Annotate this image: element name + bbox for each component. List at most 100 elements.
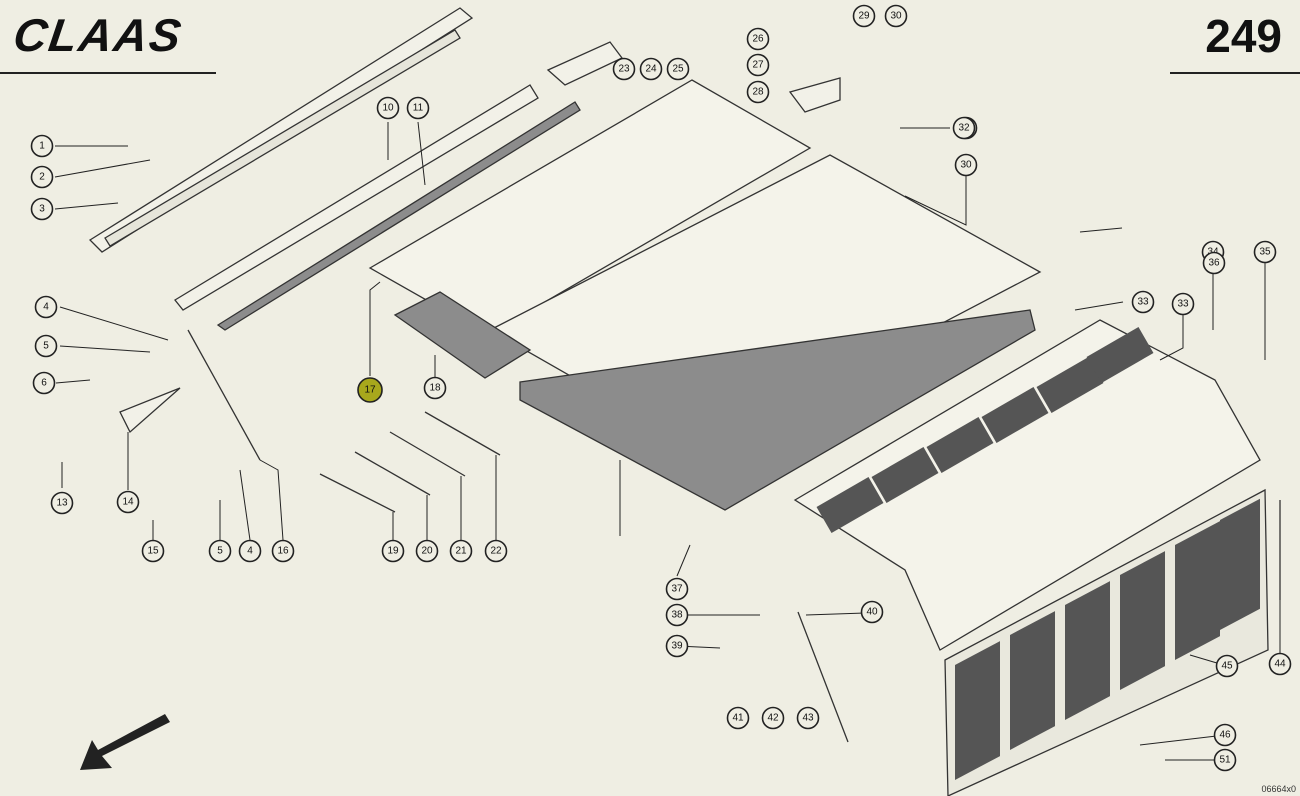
- seal-strip-part: [216, 101, 581, 331]
- callout-circle: [860, 600, 884, 624]
- callout-13: 13: [50, 491, 74, 515]
- callout-33: 33: [1171, 292, 1195, 316]
- callout-41: 41: [726, 706, 750, 730]
- callout-circle: [50, 491, 74, 515]
- callout-circle: [665, 634, 689, 658]
- callout-circle: [141, 539, 165, 563]
- callout-5: 5: [34, 334, 58, 358]
- callout-number: 36: [1208, 258, 1220, 269]
- callout-circle: [1268, 652, 1292, 676]
- rod-part: [187, 329, 261, 461]
- callout-circle: [761, 706, 785, 730]
- callout-number: 20: [421, 546, 433, 557]
- bar-part: [424, 411, 501, 456]
- callout-35: 35: [1253, 240, 1277, 264]
- callout-number: 51: [1219, 755, 1231, 766]
- callout-circle: [34, 334, 58, 358]
- strip-part: [174, 84, 539, 311]
- callout-51: 51: [1213, 748, 1237, 772]
- callout-46: 46: [1213, 723, 1237, 747]
- callout-36: 36: [1202, 251, 1226, 275]
- callout-45: 45: [1215, 654, 1239, 678]
- callout-circle: [1253, 240, 1277, 264]
- callout-number: 19: [387, 546, 399, 557]
- header-rule-right: [1170, 72, 1300, 74]
- bar-part: [389, 431, 466, 477]
- callout-number: 14: [122, 497, 134, 508]
- callout-circle: [746, 80, 770, 104]
- page-number: 249: [1205, 10, 1282, 62]
- callout-26: 26: [746, 27, 770, 51]
- bar-part: [319, 473, 396, 513]
- callout-16: 16: [271, 539, 295, 563]
- callout-circle: [1213, 748, 1237, 772]
- callout-number: 32: [958, 123, 970, 134]
- callout-20: 20: [415, 539, 439, 563]
- callout-circle: [271, 539, 295, 563]
- callout-number: 45: [1221, 661, 1233, 672]
- callout-33: 33: [1131, 290, 1155, 314]
- callout-circle: [30, 134, 54, 158]
- callout-number: 4: [247, 546, 253, 557]
- callout-number: 5: [217, 546, 223, 557]
- callout-number: 6: [41, 378, 47, 389]
- callout-circle: [415, 539, 439, 563]
- callout-number: 43: [802, 713, 814, 724]
- callout-30: 30: [884, 4, 908, 28]
- callout-4: 4: [34, 295, 58, 319]
- callout-circle: [1215, 654, 1239, 678]
- callout-14: 14: [116, 490, 140, 514]
- callout-circle: [796, 706, 820, 730]
- callout-circle: [1171, 292, 1195, 316]
- callout-number: 33: [1137, 297, 1149, 308]
- long-foam-part: [519, 309, 1036, 511]
- callout-21: 21: [449, 539, 473, 563]
- callout-circle: [665, 577, 689, 601]
- callout-44: 44: [1268, 652, 1292, 676]
- callout-number: 10: [382, 103, 394, 114]
- callout-15: 15: [141, 539, 165, 563]
- callout-number: 27: [752, 60, 764, 71]
- callout-circle: [1202, 251, 1226, 275]
- rail-inner: [104, 29, 461, 247]
- bracket-part: [788, 77, 841, 113]
- callout-circle: [406, 96, 430, 120]
- callout-circle: [238, 539, 262, 563]
- callout-27: 27: [746, 53, 770, 77]
- callout-number: 2: [39, 172, 45, 183]
- callout-circle: [665, 603, 689, 627]
- callout-circle: [746, 27, 770, 51]
- callout-circle: [612, 57, 636, 81]
- callout-number: 3: [39, 204, 45, 215]
- callout-number: 44: [1274, 659, 1286, 670]
- bar-part: [354, 451, 431, 496]
- callout-number: 5: [43, 341, 49, 352]
- callout-number: 37: [671, 584, 683, 595]
- header-rule-left: [0, 72, 216, 74]
- callout-6: 6: [32, 371, 56, 395]
- callout-circle: [639, 57, 663, 81]
- callout-circle: [357, 377, 383, 403]
- hinge-part: [546, 41, 623, 86]
- callout-number: 30: [960, 160, 972, 171]
- callout-22: 22: [484, 539, 508, 563]
- callout-38: 38: [665, 603, 689, 627]
- callout-circle: [381, 539, 405, 563]
- rod-part: [797, 611, 849, 743]
- callout-circle: [34, 295, 58, 319]
- callout-number: 40: [866, 607, 878, 618]
- callout-29: 29: [852, 4, 876, 28]
- callout-circle: [484, 539, 508, 563]
- callout-3: 3: [30, 197, 54, 221]
- callout-32: 32: [952, 116, 976, 140]
- callout-40: 40: [860, 600, 884, 624]
- callout-circle: [884, 4, 908, 28]
- callout-number: 16: [277, 546, 289, 557]
- callout-number: 41: [732, 713, 744, 724]
- grille-louvres: [955, 498, 1260, 780]
- callout-circle: [376, 96, 400, 120]
- callout-number: 25: [672, 64, 684, 75]
- callout-number: 30: [890, 11, 902, 22]
- callout-circle: [726, 706, 750, 730]
